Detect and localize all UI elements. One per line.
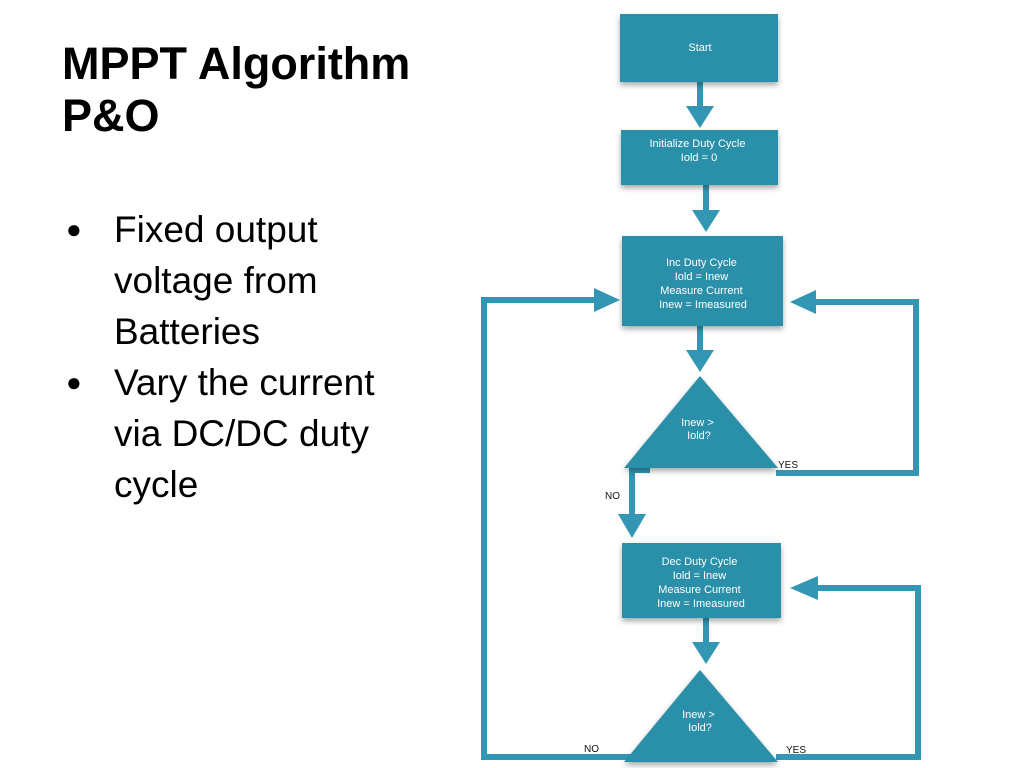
node-decision-1-text: Inew > Iold?	[681, 417, 717, 442]
edge-label-decision1-yes: YES	[778, 460, 798, 471]
edge-decision1-yes-to-inc	[776, 290, 919, 476]
slide-title-line-1: MPPT Algorithm	[62, 38, 411, 89]
edge-dec-to-decision2	[692, 618, 720, 664]
node-dec-line-1: Dec Duty Cycle	[662, 556, 738, 568]
node-decision-1: Inew > Iold?	[624, 376, 778, 468]
node-init-line-1: Initialize Duty Cycle	[649, 138, 745, 150]
node-decision-2-line-1: Inew >	[682, 709, 715, 721]
edge-inc-to-decision1	[686, 326, 714, 372]
edge-label-decision2-no: NO	[584, 744, 599, 755]
edge-decision2-yes-to-dec	[776, 576, 921, 760]
node-decision-2-text: Inew > Iold?	[682, 709, 718, 734]
node-inc-line-4: Inew = Imeasured	[659, 299, 747, 311]
edge-label-decision2-yes: YES	[786, 745, 806, 756]
node-decision-1-line-2: Iold?	[687, 430, 711, 442]
node-init-box	[621, 130, 778, 185]
bullet-item-vary-current: Vary the current via DC/DC duty cycle	[66, 357, 426, 510]
node-inc-box	[622, 236, 783, 326]
node-init: Initialize Duty Cycle Iold = 0	[621, 130, 778, 185]
edge-decision2-no-to-inc	[481, 288, 634, 760]
node-inc-text: Inc Duty Cycle Iold = Inew Measure Curre…	[659, 257, 747, 311]
node-dec-line-3: Measure Current	[658, 584, 741, 596]
node-dec: Dec Duty Cycle Iold = Inew Measure Curre…	[622, 543, 781, 618]
node-decision-1-triangle	[624, 376, 778, 468]
node-inc-line-3: Measure Current	[660, 285, 743, 297]
node-inc-line-1: Inc Duty Cycle	[666, 257, 737, 269]
node-init-text: Initialize Duty Cycle Iold = 0	[649, 138, 748, 164]
node-start-line-1: Start	[688, 42, 711, 54]
edge-decision1-no-to-dec	[618, 467, 650, 538]
slide-title-line-2: P&O	[62, 90, 160, 141]
node-inc-line-2: Iold = Inew	[675, 271, 729, 283]
edge-layer	[481, 82, 921, 760]
node-start-box	[620, 14, 778, 82]
edge-init-to-inc	[692, 185, 720, 232]
edge-start-to-init	[686, 82, 714, 128]
node-inc: Inc Duty Cycle Iold = Inew Measure Curre…	[622, 236, 783, 326]
node-start-text: Start	[688, 42, 711, 54]
node-decision-2: Inew > Iold?	[624, 670, 778, 762]
node-decision-1-line-1: Inew >	[681, 417, 714, 429]
node-init-line-2: Iold = 0	[681, 152, 717, 164]
node-dec-line-2: Iold = Inew	[673, 570, 727, 582]
bullet-item-fixed-output: Fixed output voltage from Batteries	[66, 204, 426, 357]
node-dec-line-4: Inew = Imeasured	[657, 598, 745, 610]
edge-label-decision1-no: NO	[605, 491, 620, 502]
node-dec-box	[622, 543, 781, 618]
node-decision-2-line-2: Iold?	[688, 722, 712, 734]
bullet-list: Fixed output voltage from Batteries Vary…	[66, 204, 426, 510]
node-decision-2-triangle	[624, 670, 778, 762]
node-dec-text: Dec Duty Cycle Iold = Inew Measure Curre…	[657, 556, 745, 610]
slide-title: MPPT Algorithm P&O	[62, 38, 482, 142]
node-start: Start	[620, 14, 778, 82]
